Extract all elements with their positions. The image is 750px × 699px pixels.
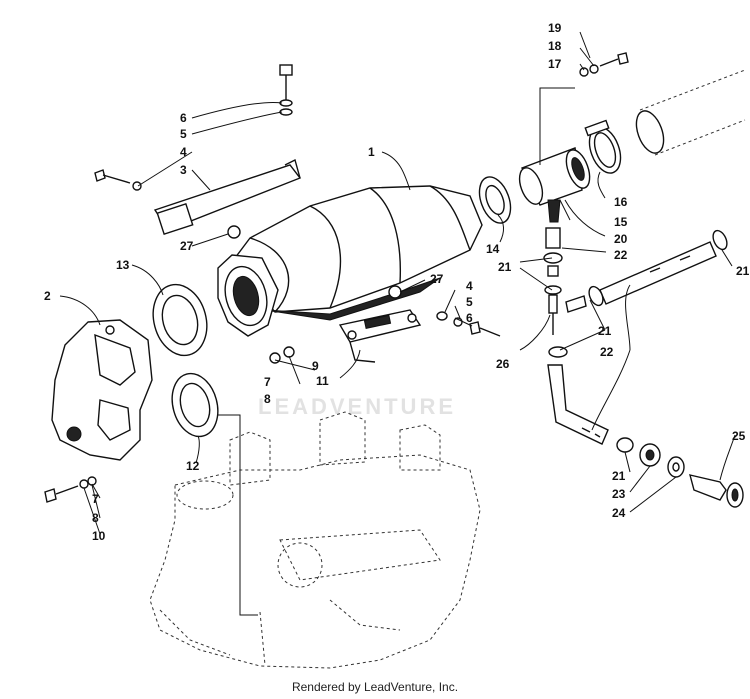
callout-11: 11 [316, 374, 329, 388]
muffler-body [231, 185, 483, 321]
callout-3: 3 [180, 163, 187, 177]
callout-27b: 27 [430, 272, 444, 286]
callout-23: 23 [612, 487, 626, 501]
callout-7b: 7 [92, 492, 99, 506]
callout-8b: 8 [92, 511, 99, 525]
callout-26: 26 [496, 357, 510, 371]
callout-5: 5 [180, 127, 187, 141]
muffler-inlet-flange [217, 254, 279, 337]
bolt-6-right [436, 311, 501, 337]
callout-25: 25 [732, 429, 746, 443]
callout-27: 27 [180, 239, 194, 253]
engine-mount-line [215, 414, 258, 616]
callout-2: 2 [44, 289, 51, 303]
callout-22b: 22 [600, 345, 614, 359]
callouts: 1 2 3 4 5 6 27 13 12 7 8 9 11 27 4 5 6 1… [44, 21, 750, 543]
bolt-19-leader [539, 87, 575, 165]
engine-block-outline [149, 411, 481, 669]
gasket-14 [478, 176, 512, 224]
fitting-25 [689, 474, 744, 508]
outlet-pipe [518, 147, 591, 206]
tailpipe-outline [635, 69, 746, 156]
callout-1: 1 [368, 145, 375, 159]
callout-19: 19 [548, 21, 562, 35]
spacer-27-left [227, 225, 241, 239]
callout-10: 10 [92, 529, 106, 543]
fitting-20 [543, 199, 568, 358]
callout-17: 17 [548, 57, 562, 71]
callout-6b: 6 [466, 311, 473, 325]
callout-21d: 21 [612, 469, 626, 483]
hose-22-lower [547, 364, 634, 453]
callout-7: 7 [264, 375, 271, 389]
callout-4: 4 [180, 145, 187, 159]
bolt-10 [44, 476, 97, 503]
callout-24: 24 [612, 506, 626, 520]
nut-24 [667, 456, 685, 478]
callout-8: 8 [264, 392, 271, 406]
hose-22-upper [565, 229, 728, 313]
callout-20: 20 [614, 232, 628, 246]
spacer-27-right [388, 285, 402, 299]
callout-9: 9 [312, 359, 319, 373]
bolt-6-top [279, 64, 293, 116]
footer-credit: Rendered by LeadVenture, Inc. [291, 680, 459, 694]
clamp-16 [584, 119, 622, 174]
bolt-left-bracket [94, 169, 142, 191]
gasket-13 [152, 283, 208, 357]
callout-5b: 5 [466, 295, 473, 309]
callout-14: 14 [486, 242, 500, 256]
watermark-text: LEADVENTURE [258, 394, 457, 419]
exhaust-manifold [51, 319, 153, 461]
leader-lines [59, 31, 736, 535]
callout-21: 21 [498, 260, 512, 274]
callout-6: 6 [180, 111, 187, 125]
callout-21b: 21 [736, 264, 750, 278]
callout-22: 22 [614, 248, 628, 262]
callout-15: 15 [614, 215, 628, 229]
callout-4b: 4 [466, 279, 473, 293]
callout-21c: 21 [598, 324, 612, 338]
callout-12: 12 [186, 459, 200, 473]
callout-13: 13 [116, 258, 130, 272]
callout-18: 18 [548, 39, 562, 53]
callout-16: 16 [614, 195, 628, 209]
lower-bracket [338, 309, 422, 363]
gasket-12 [171, 372, 219, 438]
upper-bracket [153, 158, 302, 235]
washer-23 [639, 443, 661, 467]
bolt-19 [579, 52, 629, 77]
